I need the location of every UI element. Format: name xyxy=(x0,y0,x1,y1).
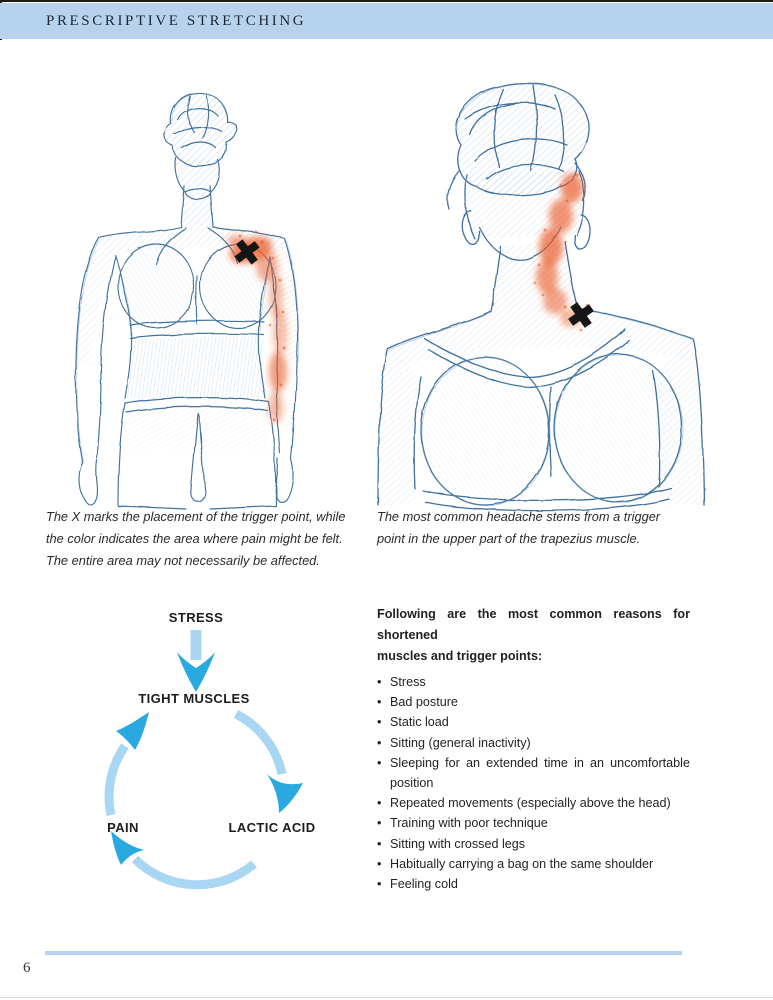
arc-tightmuscles-to-lacticacid xyxy=(233,709,287,776)
diagram-label-lactic-acid: LACTIC ACID xyxy=(228,820,316,835)
cycle-arcs xyxy=(104,709,287,890)
header-bar: PRESCRIPTIVE STRETCHING xyxy=(0,3,773,39)
page-title: PRESCRIPTIVE STRETCHING xyxy=(46,13,307,29)
pain-stipple-dots xyxy=(238,230,286,422)
page-number: 6 xyxy=(23,960,31,976)
arc-lacticacid-to-pain xyxy=(131,855,257,890)
arrowhead-to-lactic-acid xyxy=(267,774,303,813)
sketch-shading xyxy=(378,83,704,505)
reason-item: Static load xyxy=(377,712,690,732)
reason-item: Sitting (general inactivity) xyxy=(377,733,690,753)
reason-item: Feeling cold xyxy=(377,874,690,894)
arrowhead-to-pain xyxy=(111,831,144,865)
woman-neck-sketch xyxy=(377,82,705,512)
reason-item: Stress xyxy=(377,672,690,692)
reason-item: Bad posture xyxy=(377,692,690,712)
caption-line: the color indicates the area where pain … xyxy=(46,531,343,546)
caption-line: The entire area may not necessarily be a… xyxy=(46,553,320,568)
reasons-heading: Following are the most common reasons fo… xyxy=(377,604,690,667)
reason-item: Training with poor technique xyxy=(377,813,690,833)
sketch-overstrokes xyxy=(388,83,695,507)
trigger-point-x-marker xyxy=(234,239,260,265)
arc-pain-to-tightmuscles xyxy=(104,743,129,816)
down-arrow xyxy=(177,630,215,692)
page-edge-bottom xyxy=(0,997,773,998)
reasons-section: Following are the most common reasons fo… xyxy=(377,604,690,894)
figure-left-illustration xyxy=(75,92,299,510)
reasons-heading-line: Following are the most common reasons fo… xyxy=(377,607,690,642)
reason-item: Sitting with crossed legs xyxy=(377,834,690,854)
stress-cycle-diagram xyxy=(104,630,303,890)
reason-item: Habitually carrying a bag on the same sh… xyxy=(377,854,690,874)
cycle-arrowheads xyxy=(111,712,303,865)
figure-left-caption: The X marks the placement of the trigger… xyxy=(46,506,376,572)
figure-right-illustration xyxy=(377,82,705,512)
caption-line: The X marks the placement of the trigger… xyxy=(46,509,346,524)
reason-item: Sleeping for an extended time in an unco… xyxy=(377,753,690,793)
footer-rule xyxy=(45,951,682,955)
arrowhead-to-tight-muscles xyxy=(116,712,149,750)
reason-item: Repeated movements (especially above the… xyxy=(377,793,690,813)
page-edge-top xyxy=(0,0,773,2)
reasons-heading-line: muscles and trigger points: xyxy=(377,649,543,663)
diagram-label-tight-muscles: TIGHT MUSCLES xyxy=(138,691,250,706)
caption-line: point in the upper part of the trapezius… xyxy=(377,531,641,546)
figure-right-caption: The most common headache stems from a tr… xyxy=(377,506,697,550)
diagram-label-pain: PAIN xyxy=(107,820,139,835)
diagram-label-stress: STRESS xyxy=(168,610,224,625)
caption-line: The most common headache stems from a tr… xyxy=(377,509,661,524)
trigger-point-x-marker xyxy=(568,302,594,328)
reasons-list: Stress Bad posture Static load Sitting (… xyxy=(377,672,690,894)
sketch-overstrokes xyxy=(76,93,299,464)
pain-area-overlay xyxy=(227,230,287,423)
